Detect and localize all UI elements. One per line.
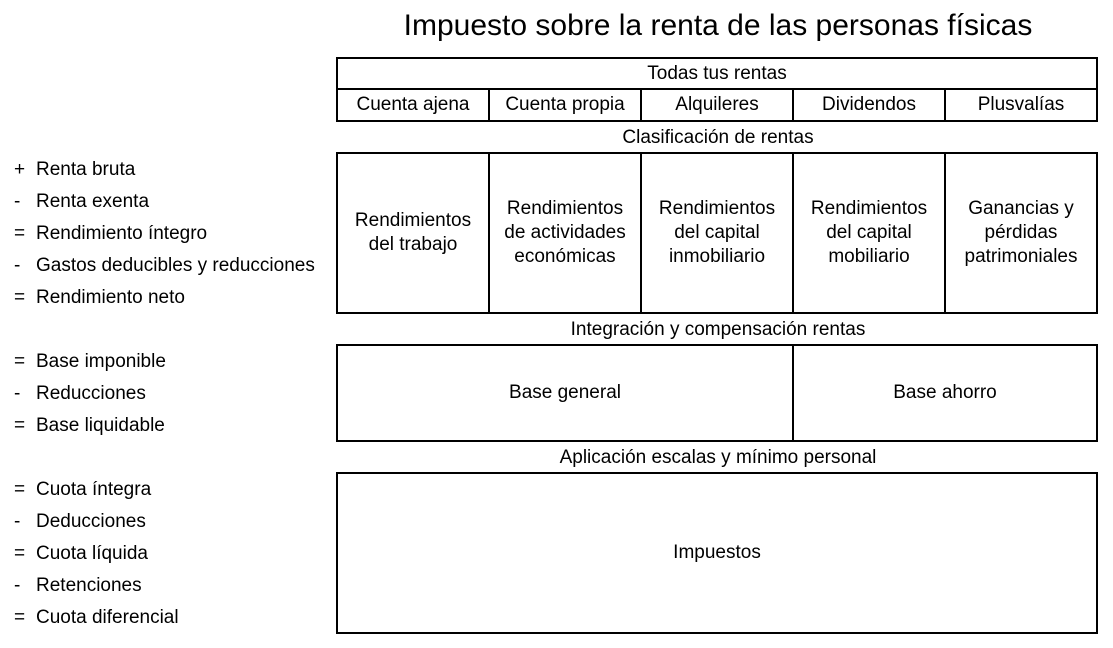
step-operator: = [14, 607, 26, 628]
step-label: Reducciones [36, 383, 146, 404]
step-renta-exenta: - Renta exenta [14, 186, 149, 218]
step-reducciones: - Reducciones [14, 378, 146, 410]
income-header-box: Todas tus rentas [336, 57, 1098, 90]
income-source-label: Cuenta propia [505, 94, 625, 115]
step-operator: = [14, 351, 26, 372]
category-capital-inmobiliario: Rendimientos del capital inmobiliario [640, 152, 794, 314]
income-source-label: Alquileres [675, 94, 759, 115]
step-label: Base liquidable [36, 415, 165, 436]
step-label: Cuota líquida [36, 543, 148, 564]
step-base-imponible: = Base imponible [14, 346, 166, 378]
category-label: Ganancias y pérdidas patrimoniales [964, 198, 1078, 267]
application-label: Aplicación escalas y mínimo personal [559, 447, 877, 468]
step-label: Base imponible [36, 351, 166, 372]
income-source-plusvalias: Plusvalías [944, 88, 1098, 122]
category-ganancias-perdidas: Ganancias y pérdidas patrimoniales [944, 152, 1098, 314]
income-source-dividendos: Dividendos [792, 88, 946, 122]
step-operator: = [14, 223, 26, 244]
step-label: Renta exenta [36, 191, 150, 212]
step-operator: = [14, 287, 26, 308]
category-label: Rendimientos del trabajo [354, 210, 472, 255]
step-operator: - [14, 383, 21, 404]
step-label: Cuota diferencial [36, 607, 179, 628]
step-label: Rendimiento neto [36, 287, 185, 308]
step-label: Rendimiento íntegro [36, 223, 208, 244]
base-ahorro-box: Base ahorro [792, 344, 1098, 442]
step-label: Deducciones [36, 511, 146, 532]
step-rendimiento-neto: = Rendimiento neto [14, 282, 185, 314]
step-cuota-diferencial: = Cuota diferencial [14, 602, 179, 634]
category-label: Rendimientos de actividades económicas [504, 198, 626, 267]
income-source-cuenta-propia: Cuenta propia [488, 88, 642, 122]
category-label: Rendimientos del capital inmobiliario [658, 198, 776, 267]
step-label: Gastos deducibles y reducciones [36, 255, 315, 276]
base-ahorro-label: Base ahorro [893, 382, 997, 403]
step-operator: = [14, 543, 26, 564]
step-deducciones: - Deducciones [14, 506, 146, 538]
step-label: Retenciones [36, 575, 142, 596]
step-base-liquidable: = Base liquidable [14, 410, 165, 442]
step-gastos-deducibles: - Gastos deducibles y reducciones [14, 250, 315, 282]
step-operator: = [14, 415, 26, 436]
step-cuota-integra: = Cuota íntegra [14, 474, 151, 506]
step-rendimiento-integro: = Rendimiento íntegro [14, 218, 207, 250]
step-renta-bruta: + Renta bruta [14, 154, 135, 186]
step-operator: - [14, 575, 21, 596]
page-title: Impuesto sobre la renta de las personas … [403, 9, 1033, 42]
income-source-cuenta-ajena: Cuenta ajena [336, 88, 490, 122]
classification-label: Clasificación de rentas [622, 127, 814, 148]
step-label: Cuota íntegra [36, 479, 152, 500]
base-general-label: Base general [509, 382, 621, 403]
income-source-alquileres: Alquileres [640, 88, 794, 122]
income-header-label: Todas tus rentas [647, 62, 787, 84]
step-operator: + [14, 159, 26, 180]
income-source-label: Cuenta ajena [356, 94, 470, 115]
category-label: Rendimientos del capital mobiliario [810, 198, 928, 267]
category-rendimientos-trabajo: Rendimientos del trabajo [336, 152, 490, 314]
step-operator: - [14, 511, 21, 532]
category-rendimientos-actividades: Rendimientos de actividades económicas [488, 152, 642, 314]
integration-label: Integración y compensación rentas [570, 319, 866, 340]
step-cuota-liquida: = Cuota líquida [14, 538, 148, 570]
taxes-label: Impuestos [673, 542, 761, 563]
step-operator: - [14, 191, 21, 212]
taxes-box: Impuestos [336, 472, 1098, 634]
step-operator: = [14, 479, 26, 500]
step-label: Renta bruta [36, 159, 136, 180]
step-operator: - [14, 255, 21, 276]
category-capital-mobiliario: Rendimientos del capital mobiliario [792, 152, 946, 314]
base-general-box: Base general [336, 344, 794, 442]
income-source-label: Plusvalías [977, 94, 1065, 115]
income-source-label: Dividendos [822, 94, 916, 115]
step-retenciones: - Retenciones [14, 570, 142, 602]
